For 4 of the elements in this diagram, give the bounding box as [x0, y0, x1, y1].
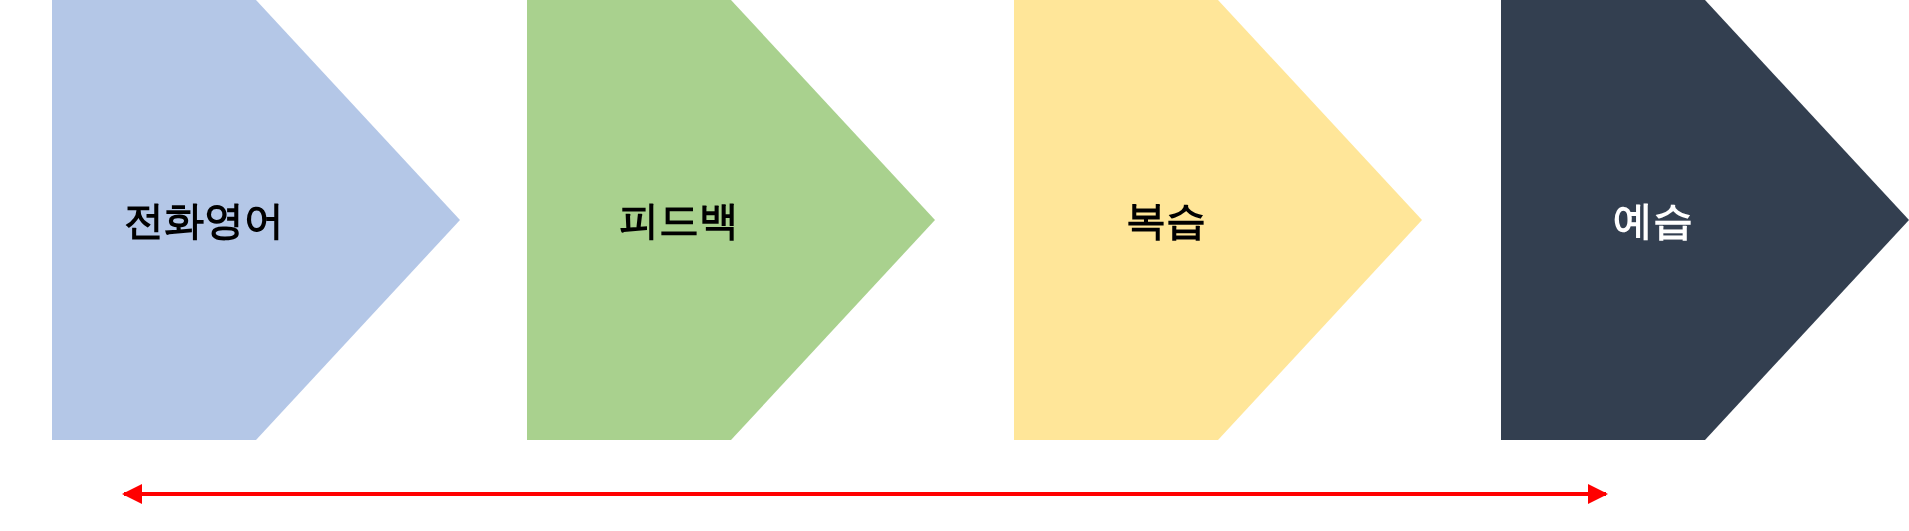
step-label: 예습 — [1613, 195, 1693, 245]
step-label: 피드백 — [619, 195, 739, 245]
step-label: 전화영어 — [124, 195, 284, 245]
step-label: 복습 — [1126, 195, 1206, 245]
